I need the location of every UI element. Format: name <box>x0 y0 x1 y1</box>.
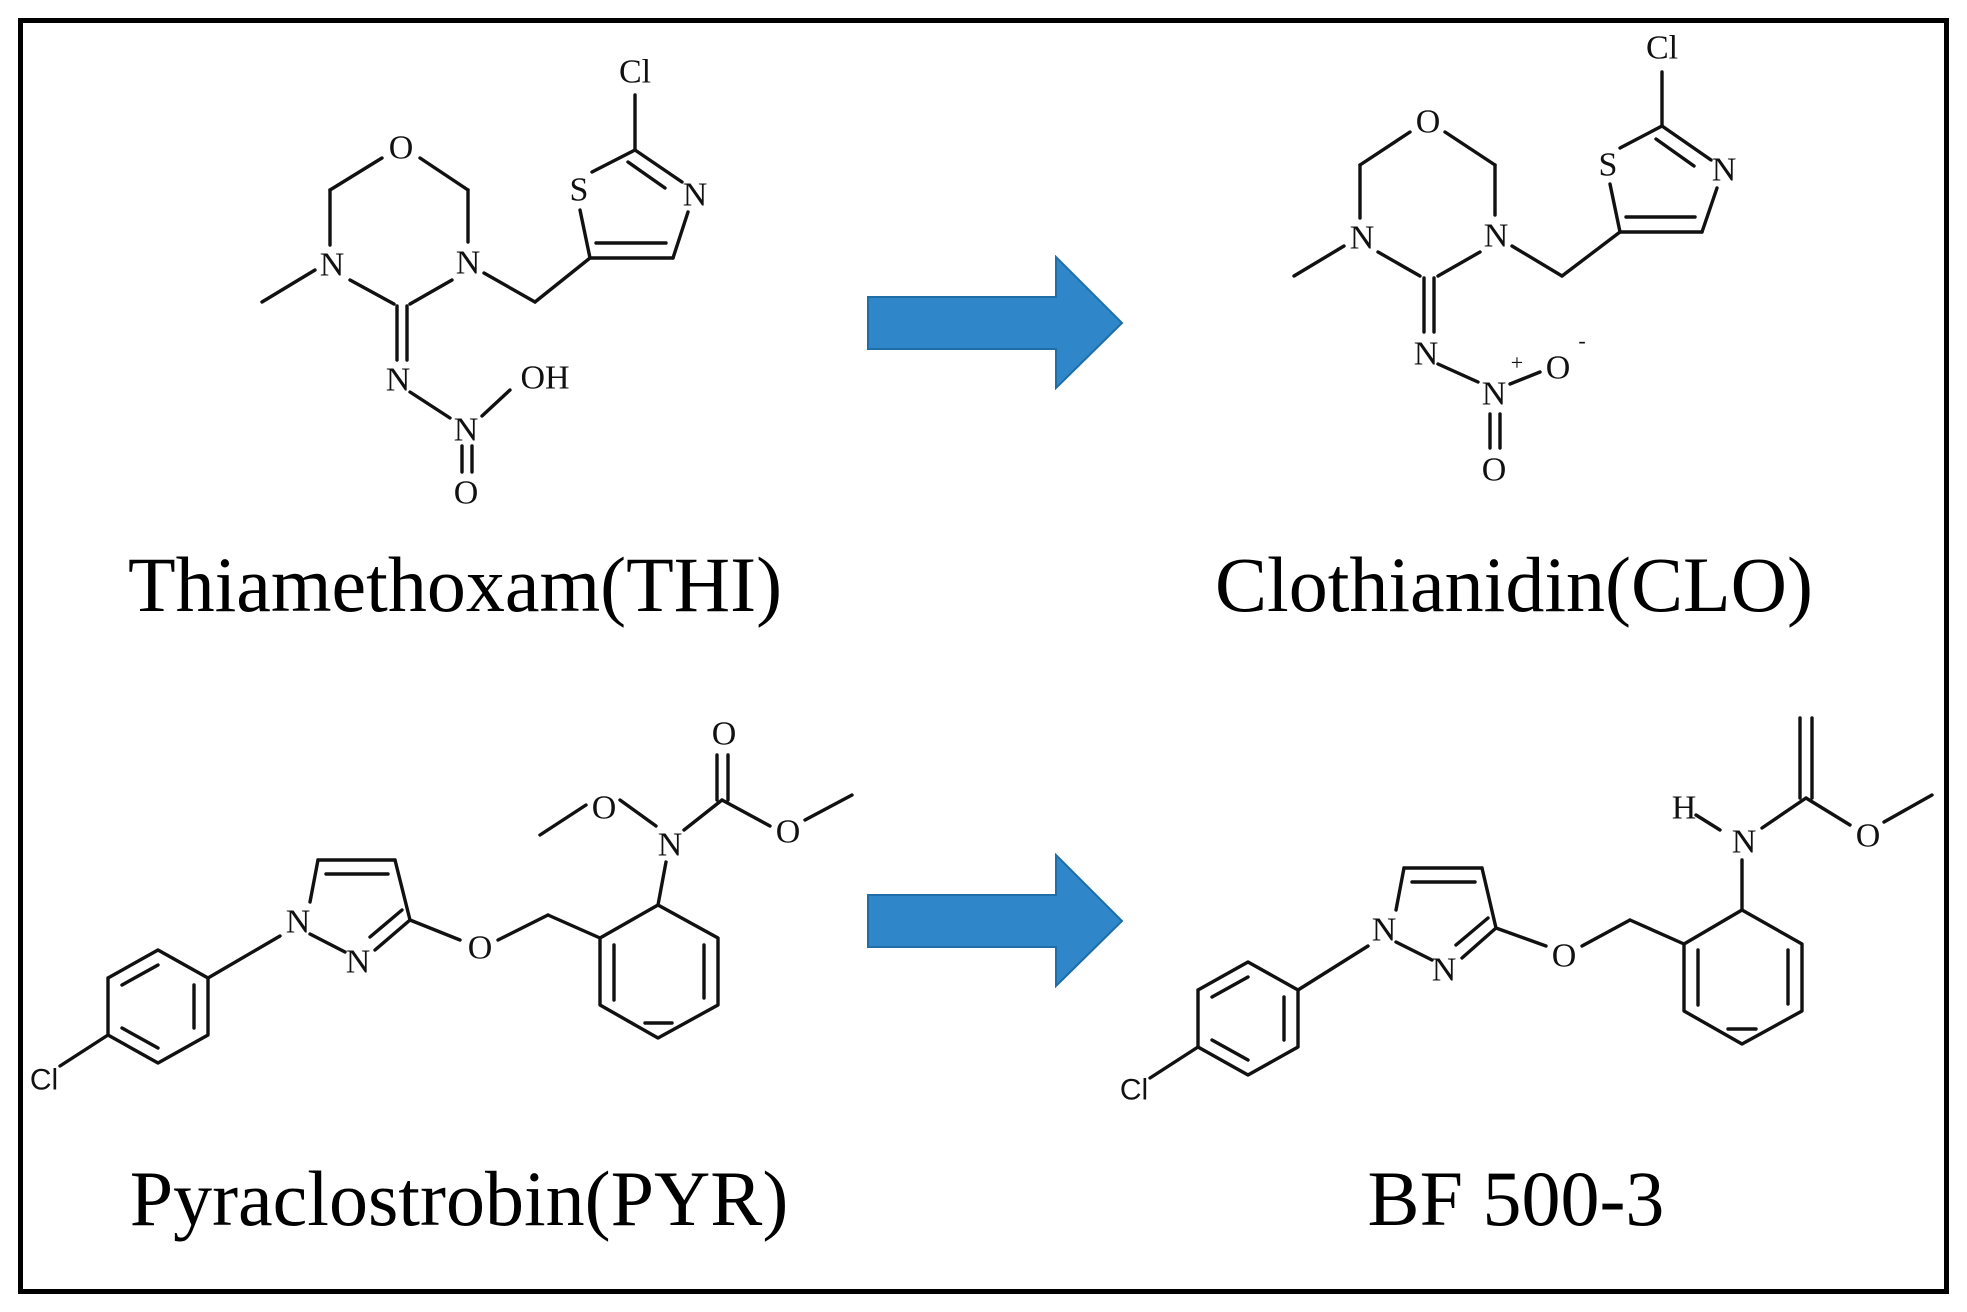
chlorine-atom: Cl <box>1646 30 1678 67</box>
oxygen-atom: O <box>712 716 737 753</box>
compound-name-pyraclostrobin: Pyraclostrobin(PYR) <box>129 1155 789 1242</box>
arrow-shape <box>867 853 1124 988</box>
sulfur-atom: S <box>1599 147 1618 184</box>
hydroxyl-label: OH <box>520 360 569 397</box>
chlorine-atom: Cl <box>1120 1074 1148 1107</box>
nitrogen-atom: N <box>1372 912 1397 949</box>
sulfur-atom: S <box>570 172 589 209</box>
chlorine-atom: Cl <box>619 54 651 91</box>
chlorine-atom: Cl <box>30 1064 58 1097</box>
nitrogen-atom: N <box>683 177 708 214</box>
nitrogen-atom: N <box>658 827 683 864</box>
oxygen-atom: O <box>468 930 493 967</box>
right-arrow-icon <box>867 853 1124 988</box>
nitrogen-atom: N <box>1414 336 1439 373</box>
nitrogen-atom: N <box>1732 824 1757 861</box>
oxygen-atom: O <box>454 475 479 512</box>
negative-charge: - <box>1578 328 1585 353</box>
oxygen-atom: O <box>1552 938 1577 975</box>
nitrogen-atom: N <box>456 245 481 282</box>
nitrogen-atom: N <box>286 904 311 941</box>
nitrogen-atom: N <box>1350 220 1375 257</box>
nitrogen-atom: N <box>320 247 345 284</box>
oxygen-atom: O <box>1856 818 1881 855</box>
oxygen-atom: O <box>1482 452 1507 489</box>
nitrogen-atom: N <box>1484 218 1509 255</box>
positive-charge: + <box>1511 350 1523 375</box>
oxygen-atom: O <box>776 814 801 851</box>
nitrogen-atom: N <box>386 362 411 399</box>
right-arrow-icon <box>867 255 1124 390</box>
nitrogen-atom: N <box>1482 376 1507 413</box>
oxygen-atom: O <box>389 130 414 167</box>
oxygen-atom: O <box>592 790 617 827</box>
compound-name-bf-500-3: BF 500-3 <box>1367 1155 1665 1242</box>
compound-name-clothianidin: Clothianidin(CLO) <box>1215 541 1813 628</box>
hydrogen-atom: H <box>1672 790 1697 827</box>
nitrogen-atom: N <box>1432 952 1457 989</box>
nitrogen-atom: N <box>454 412 479 449</box>
nitrogen-atom: N <box>1712 152 1737 189</box>
compound-name-thiamethoxam: Thiamethoxam(THI) <box>127 541 783 628</box>
oxygen-atom: O <box>1546 350 1571 387</box>
arrow-shape <box>867 255 1124 390</box>
oxygen-atom: O <box>1416 104 1441 141</box>
nitrogen-atom: N <box>346 944 371 981</box>
